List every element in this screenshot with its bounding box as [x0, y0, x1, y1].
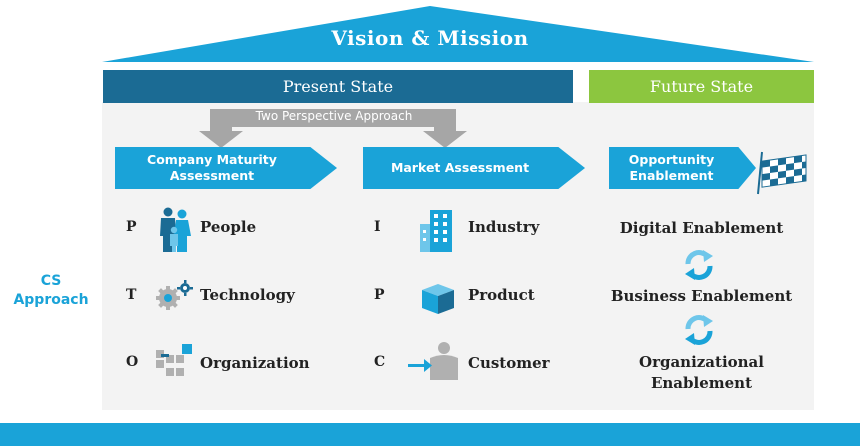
technology-label: Technology: [200, 286, 295, 304]
customer-icon: [408, 342, 458, 380]
company-letter-p: P: [126, 219, 137, 235]
cs-approach-label: CS Approach: [6, 272, 96, 310]
customer-label: Customer: [468, 354, 550, 372]
cs-approach-line-1: CS: [40, 273, 62, 289]
company-chevron-line-1: Company Maturity: [147, 151, 277, 167]
market-chevron-label: Market Assessment: [390, 159, 530, 175]
two-perspective-label: Two Perspective Approach: [255, 109, 413, 123]
opportunity-enablement-chevron: Opportunity Enablement: [609, 147, 756, 189]
market-letter-i: I: [374, 219, 381, 235]
company-letter-o: O: [126, 354, 139, 370]
organization-label: Organization: [200, 354, 310, 372]
digital-enablement-label: Digital Enablement: [619, 219, 784, 237]
future-state-bar: Future State: [589, 70, 814, 103]
present-state-bar: Present State: [103, 70, 573, 103]
cycle-icon: [685, 315, 713, 345]
vision-roof: [102, 6, 814, 62]
people-icon: [160, 207, 191, 252]
business-enablement-label: Business Enablement: [610, 287, 793, 305]
cycle-icon: [685, 250, 713, 280]
people-label: People: [200, 218, 257, 236]
opportunity-chevron-line-2: Enablement: [629, 168, 714, 183]
box-icon: [422, 284, 454, 314]
gears-icon: [156, 280, 193, 310]
foundation-bar: [0, 423, 860, 446]
checkered-flag-icon: [757, 151, 807, 195]
two-perspective-arrow: [199, 109, 467, 148]
company-letter-t: T: [126, 287, 137, 303]
org-chart-icon: [156, 344, 192, 376]
opportunity-chevron-line-1: Opportunity: [628, 151, 715, 167]
organizational-line-1: Organizational: [639, 353, 764, 371]
vision-mission-title: Vision & Mission: [331, 26, 529, 50]
market-letter-p: P: [374, 287, 385, 303]
product-label: Product: [468, 286, 535, 304]
company-chevron-line-2: Assessment: [169, 168, 255, 183]
organizational-enablement-label: Organizational Enablement: [589, 352, 814, 394]
market-assessment-chevron: Market Assessment: [363, 147, 585, 189]
building-icon: [420, 210, 452, 252]
company-maturity-chevron: Company Maturity Assessment: [115, 147, 337, 189]
industry-label: Industry: [468, 218, 540, 236]
cs-approach-line-2: Approach: [13, 291, 89, 308]
market-letter-c: C: [374, 354, 386, 370]
organizational-line-2: Enablement: [650, 374, 753, 392]
